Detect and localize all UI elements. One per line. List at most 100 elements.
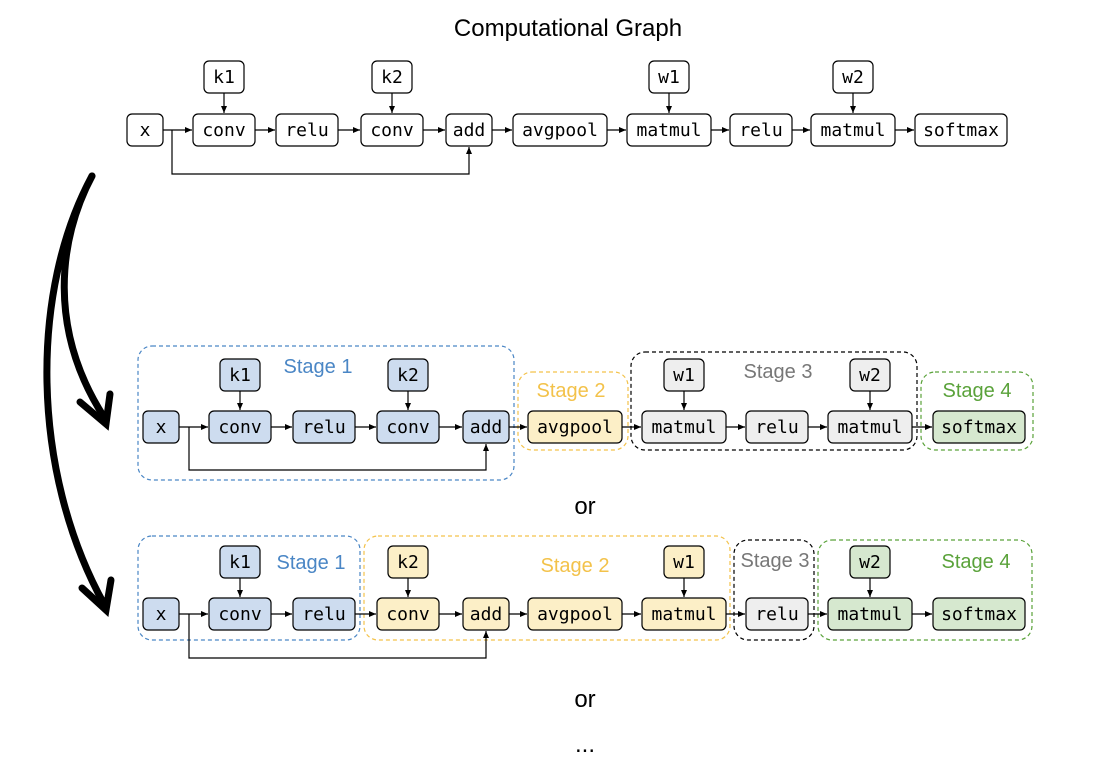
graph-node-box-avgpool	[512, 113, 608, 147]
partition-2-node-avgpool: avgpool	[527, 597, 623, 631]
graph-node-box-relu2	[729, 113, 793, 147]
partition-2-node-relu1: relu	[292, 597, 356, 631]
partition-2-node-label-k1: k1	[229, 552, 251, 573]
partition-2-node-box-x	[142, 597, 180, 631]
partition-1-stage-label-3: Stage 3	[744, 361, 813, 383]
partition-1-node-relu2: relu	[745, 410, 809, 444]
graph-node-add: add	[445, 113, 493, 147]
partition-1-node-box-softmax	[932, 410, 1026, 444]
partition-2-node-label-x: x	[156, 604, 167, 625]
partition-2-node-k1: k1	[219, 545, 261, 579]
partition-2-node-label-relu1: relu	[302, 604, 345, 625]
partition-2-stage-label-2: Stage 2	[541, 555, 610, 577]
partition-2-node-matmul2: matmul	[827, 597, 913, 631]
partition-2-node-w1: w1	[663, 545, 705, 579]
graph-edges	[163, 93, 932, 659]
partition-2-node-box-add	[462, 597, 510, 631]
partition-1-node-k2: k2	[387, 358, 429, 392]
partition-1-node-label-relu1: relu	[302, 417, 345, 438]
partition-1-node-label-relu2: relu	[755, 417, 798, 438]
partition-1-node-matmul1: matmul	[641, 410, 727, 444]
partition-1-node-box-w1	[663, 358, 705, 392]
transform-arrow-head-1	[76, 390, 114, 431]
partition-2-node-label-softmax: softmax	[941, 604, 1017, 625]
graph-node-k2: k2	[371, 60, 413, 94]
graph-node-box-matmul2	[810, 113, 896, 147]
partition-1-node-x: x	[142, 410, 180, 444]
graph-node-label-relu1: relu	[285, 120, 328, 141]
graph-node-box-matmul1	[626, 113, 712, 147]
partition-1-node-label-matmul2: matmul	[837, 417, 902, 438]
partition-2-node-box-w2	[849, 545, 891, 579]
partition-1-node-label-k1: k1	[229, 365, 251, 386]
graph-node-label-matmul2: matmul	[820, 120, 885, 141]
or-separator-2: or	[574, 686, 595, 713]
graph-node-label-k1: k1	[213, 67, 235, 88]
partition-1-node-conv2: conv	[376, 410, 440, 444]
partition-2-node-label-conv2: conv	[386, 604, 429, 625]
partition-1-node-avgpool: avgpool	[527, 410, 623, 444]
graph-edge-skip-x-add	[171, 130, 472, 175]
partition-1-node-label-softmax: softmax	[941, 417, 1017, 438]
partition-1-node-box-k1	[219, 358, 261, 392]
graph-node-x: x	[126, 113, 164, 147]
graph-node-box-k1	[203, 60, 245, 94]
graph-node-box-relu1	[275, 113, 339, 147]
partition-1-node-add: add	[462, 410, 510, 444]
partition-2-node-box-matmul2	[827, 597, 913, 631]
graph-node-matmul2: matmul	[810, 113, 896, 147]
partition-2-edge-skip-x-add	[188, 614, 489, 659]
partition-1-stage-box-4	[920, 371, 1034, 451]
partition-1-node-relu1: relu	[292, 410, 356, 444]
graph-node-conv1: conv	[192, 113, 256, 147]
partition-2-node-conv1: conv	[208, 597, 272, 631]
graph-node-avgpool: avgpool	[512, 113, 608, 147]
partition-1-edge-skip-x-add	[188, 427, 489, 471]
graph-node-box-conv1	[192, 113, 256, 147]
graph-node-label-avgpool: avgpool	[522, 120, 598, 141]
graph-node-label-matmul1: matmul	[636, 120, 701, 141]
or-separator-1: or	[574, 493, 595, 520]
graph-node-relu2: relu	[729, 113, 793, 147]
partition-1-node-label-conv2: conv	[386, 417, 429, 438]
partition-1-node-box-relu2	[745, 410, 809, 444]
graph-node-box-k2	[371, 60, 413, 94]
graph-node-label-k2: k2	[381, 67, 403, 88]
graph-node-label-conv2: conv	[370, 120, 413, 141]
partition-1-stage-label-1: Stage 1	[284, 356, 353, 378]
partition-2-node-box-relu2	[745, 597, 809, 631]
partition-1-node-label-x: x	[156, 417, 167, 438]
graph-node-box-w2	[832, 60, 874, 94]
partition-1-node-softmax: softmax	[932, 410, 1026, 444]
partition-1-node-label-w2: w2	[859, 365, 881, 386]
graph-node-label-softmax: softmax	[923, 120, 999, 141]
partition-2-stage-box-4	[817, 539, 1033, 641]
partition-2-stage-label-4: Stage 4	[942, 551, 1011, 573]
transform-arrow-head-2	[78, 576, 115, 617]
graph-node-label-relu2: relu	[739, 120, 782, 141]
graph-node-box-x	[126, 113, 164, 147]
partition-2-node-matmul1: matmul	[641, 597, 727, 631]
partition-1-stage-box-2	[517, 371, 629, 451]
partition-2-node-softmax: softmax	[932, 597, 1026, 631]
partition-2-node-box-matmul1	[641, 597, 727, 631]
partition-2-node-box-conv2	[376, 597, 440, 631]
partition-2-node-label-w2: w2	[859, 552, 881, 573]
graph-node-label-w2: w2	[842, 67, 864, 88]
partition-1-node-box-avgpool	[527, 410, 623, 444]
partition-1-node-box-matmul2	[827, 410, 913, 444]
partition-1-node-label-k2: k2	[397, 365, 419, 386]
partition-2-node-box-conv1	[208, 597, 272, 631]
transform-arrow-to-partition-2	[43, 172, 108, 608]
partition-2-node-label-matmul1: matmul	[651, 604, 716, 625]
partition-2-node-label-conv1: conv	[218, 604, 261, 625]
partition-1-node-conv1: conv	[208, 410, 272, 444]
partition-2-node-relu2: relu	[745, 597, 809, 631]
partition-1-node-box-k2	[387, 358, 429, 392]
partition-2-node-label-avgpool: avgpool	[537, 604, 613, 625]
partition-2-stage-label-1: Stage 1	[277, 552, 346, 574]
graph-node-label-x: x	[140, 120, 151, 141]
partition-2-stage-box-2	[363, 535, 731, 641]
